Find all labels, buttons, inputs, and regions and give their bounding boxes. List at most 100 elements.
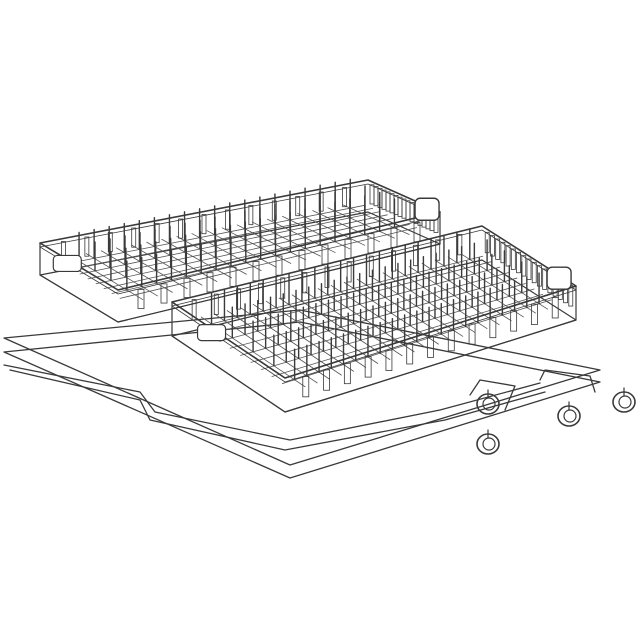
wall-slot [302, 376, 310, 398]
wall-slot [457, 234, 463, 256]
wall-slot [364, 356, 372, 378]
wheel-icon [476, 393, 500, 415]
tray-grid-line [312, 210, 381, 243]
tray-grid-line [85, 253, 159, 297]
wall-slot [201, 214, 207, 235]
tray-grid-line [119, 227, 418, 299]
frame-bracket [539, 369, 596, 393]
tray-grid-line [236, 224, 307, 261]
wall-slot [495, 238, 501, 260]
tray-grid-line [208, 261, 492, 335]
wheel-icon [557, 405, 581, 427]
wall-slot [369, 184, 375, 205]
frame-rail-upper [3, 309, 601, 466]
wall-slot [346, 261, 352, 283]
wall-slot [385, 191, 391, 212]
wall-slot [406, 343, 414, 365]
wall-slot [401, 198, 407, 219]
wall-slot [137, 289, 145, 310]
wall-slot [405, 200, 411, 221]
wall-slot [510, 248, 516, 270]
wall-slot [391, 250, 396, 272]
tray-rim [171, 225, 577, 379]
tray-handle [196, 324, 227, 342]
wall-slot [385, 349, 393, 371]
wall-slot [324, 266, 330, 288]
wall-slot [500, 241, 506, 264]
wall-slot [510, 310, 518, 332]
wheel-hub [563, 409, 577, 423]
wall-slot [435, 239, 441, 261]
tray-rim-inner [39, 183, 441, 295]
wall-slot [381, 189, 387, 210]
tray-grid-line [282, 215, 351, 250]
tray-rim [39, 179, 441, 291]
tray-grid-line [71, 208, 374, 270]
wall-slot [275, 255, 283, 276]
wall-slot [302, 272, 308, 294]
wall-slot [397, 196, 403, 217]
wall-slot [229, 266, 237, 287]
tray-grid-line [146, 241, 218, 282]
wheel-icon [612, 391, 636, 413]
wall-slot [413, 244, 418, 267]
tray-grid-line [116, 247, 188, 290]
wire-frame [3, 309, 601, 479]
wall-slot [516, 251, 521, 274]
tray-grid-line [229, 272, 509, 349]
rack-tray-front [171, 225, 577, 413]
wall-slot [295, 196, 301, 217]
tray-grid-line [327, 207, 395, 239]
wall-slot [131, 227, 137, 248]
wall-slot [318, 191, 324, 212]
tray-grid-line [87, 214, 388, 280]
wheel-hub [482, 397, 496, 411]
wall-slot [252, 261, 260, 282]
tray-grid-line [161, 238, 233, 279]
tray-grid-line [70, 256, 144, 300]
wall-slot [521, 255, 527, 277]
wall-slot [271, 200, 277, 221]
wall-slot [342, 187, 347, 208]
tray-rim-inner [171, 229, 577, 383]
wall-slot [490, 235, 495, 257]
frame-inner-rail [9, 369, 546, 451]
tray-grid-line [266, 218, 336, 253]
wall-slot [160, 283, 168, 304]
wall-slot [526, 258, 532, 280]
tray-grid-line [271, 294, 544, 377]
wall-slot [213, 293, 219, 315]
tray-grid-line [297, 213, 366, 246]
tray-grid-line [206, 230, 277, 268]
wall-slot [505, 245, 511, 267]
tray-grid-line [250, 283, 526, 363]
tray-grid-line [251, 221, 321, 257]
wall-slot [183, 277, 191, 298]
tray-grid-line [100, 250, 173, 293]
frame-bracket [469, 379, 516, 411]
wall-slot [248, 205, 254, 226]
wall-slot [531, 261, 537, 284]
wall-slot [206, 272, 214, 293]
wall-slot [447, 330, 455, 352]
tray-handle [546, 266, 572, 290]
wall-slot [489, 316, 497, 339]
wall-slot [84, 236, 90, 257]
wall-slot [389, 193, 395, 214]
wheel-hub [618, 395, 632, 409]
wall-slot [427, 336, 434, 358]
wheel-icon [476, 433, 500, 455]
wall-slot [280, 277, 286, 299]
wall-slot [343, 362, 351, 385]
wall-slot [107, 232, 113, 253]
wall-slot [537, 265, 542, 287]
wall-slot [542, 268, 548, 290]
tray-handle [414, 197, 440, 221]
wall-slot [468, 323, 476, 345]
wall-slot [484, 231, 490, 254]
frame-rail-lower [3, 321, 601, 479]
tray-grid-line [342, 204, 410, 235]
wall-slot [225, 209, 230, 230]
tray-handle [52, 254, 82, 273]
